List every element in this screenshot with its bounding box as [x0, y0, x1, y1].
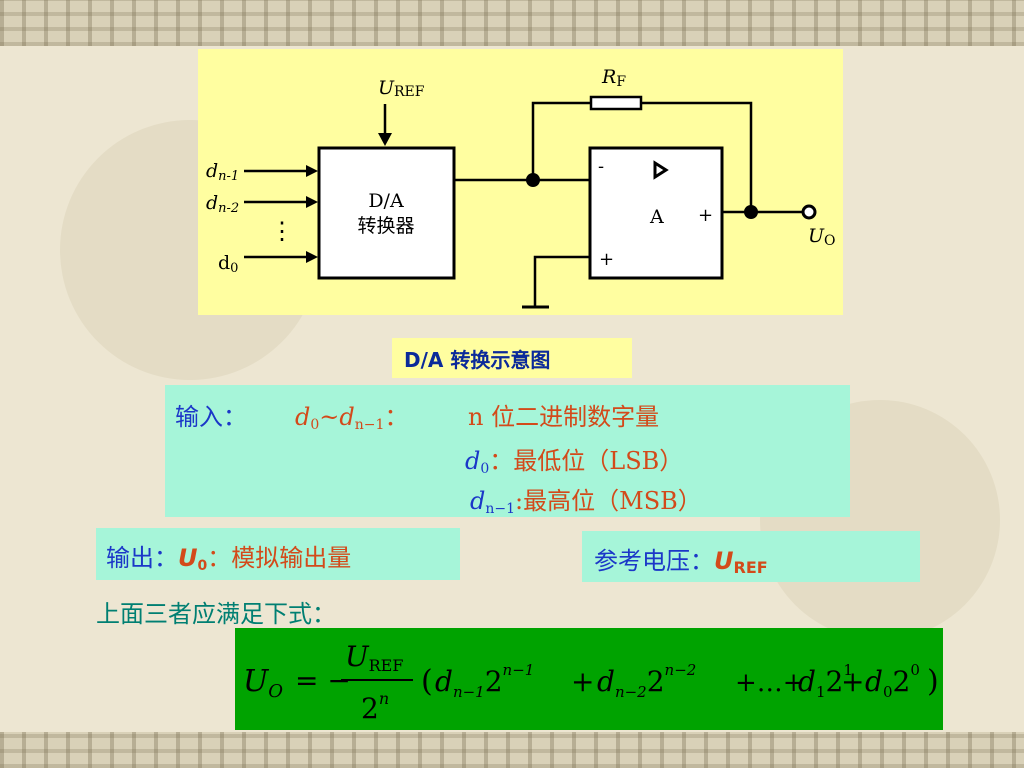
uref-arrow-head: [378, 133, 392, 146]
feedback-wire-left: [531, 101, 591, 180]
converter-box: [317, 146, 456, 280]
feedback-resistor: [589, 95, 643, 111]
da-formula: UO = − UREF 2n ( dn−12n−1 + dn−22n−2 +…+…: [243, 640, 939, 725]
opamp-plus-out-sign: +: [698, 205, 713, 226]
output-terminal: [801, 204, 817, 220]
opamp-triangle-icon: [653, 160, 669, 180]
opamp-plus-in-sign: +: [599, 249, 614, 270]
converter-label-line2: 转换器: [357, 215, 414, 237]
opamp-minus-sign: -: [598, 156, 604, 177]
output-description: 输出：U0：模拟输出量: [106, 544, 352, 574]
converter-label-line1: D/A: [368, 190, 404, 212]
uref-label: UREF: [378, 77, 425, 100]
output-description-box: 输出：U0：模拟输出量: [96, 528, 460, 580]
input-arrow-head: [306, 165, 318, 177]
reference-voltage-box: 参考电压：UREF: [582, 531, 920, 582]
decorative-bottom-border: [0, 732, 1024, 768]
formula-box: UO = − UREF 2n ( dn−12n−1 + dn−22n−2 +…+…: [235, 628, 943, 730]
formula-term-4: d020: [865, 661, 920, 701]
input-arrow-head: [306, 196, 318, 208]
output-label: UO: [808, 225, 836, 249]
formula-term-2: dn−22n−2: [597, 661, 696, 701]
formula-plus-ellipsis: +…+: [735, 668, 805, 698]
opamp-label: A: [649, 206, 664, 228]
formula-lhs: UO: [243, 664, 283, 702]
formula-plus: +: [571, 665, 594, 698]
rf-label: RF: [601, 66, 626, 90]
diagram-caption: D/A 转换示意图: [392, 338, 632, 378]
ground-wire: [533, 255, 590, 306]
formula-close-paren: ): [927, 664, 939, 699]
input-description: n 位二进制数字量: [468, 403, 660, 431]
decorative-top-border: [0, 0, 1024, 46]
section-heading: 上面三者应满足下式：: [96, 600, 336, 628]
input-dots: ⋮: [270, 217, 294, 245]
input-arrow-head: [306, 251, 318, 263]
formula-term-3: d121: [798, 661, 853, 701]
formula-denominator: 2n: [361, 689, 389, 725]
junction-node: [526, 173, 540, 187]
lsb-line: d0：最低位（LSB）: [465, 447, 684, 477]
reference-voltage: 参考电压：UREF: [594, 547, 768, 577]
input-label-dn1: dn-1: [206, 160, 239, 184]
da-converter-circuit: D/A 转换器 UREF dn-1 dn-2 ⋮ d0 RF - A + +: [206, 66, 836, 309]
formula-open-paren: (: [421, 664, 433, 699]
input-description-box: 输入： d0~dn−1： n 位二进制数字量 d0：最低位（LSB） dn−1:…: [165, 385, 850, 517]
diagram-panel: D/A 转换器 UREF dn-1 dn-2 ⋮ d0 RF - A + +: [198, 49, 843, 315]
formula-plus: +: [841, 665, 864, 698]
input-label: 输入：: [175, 403, 247, 431]
input-range: d0~dn−1：: [295, 403, 409, 433]
formula-numerator: UREF: [345, 640, 403, 675]
input-label-d0: d0: [218, 252, 238, 276]
formula-term-1: dn−12n−1: [435, 661, 534, 701]
msb-line: dn−1:最高位（MSB）: [470, 487, 702, 517]
output-node: [744, 205, 758, 219]
feedback-wire-right: [641, 101, 753, 212]
input-label-dn2: dn-2: [206, 192, 239, 216]
